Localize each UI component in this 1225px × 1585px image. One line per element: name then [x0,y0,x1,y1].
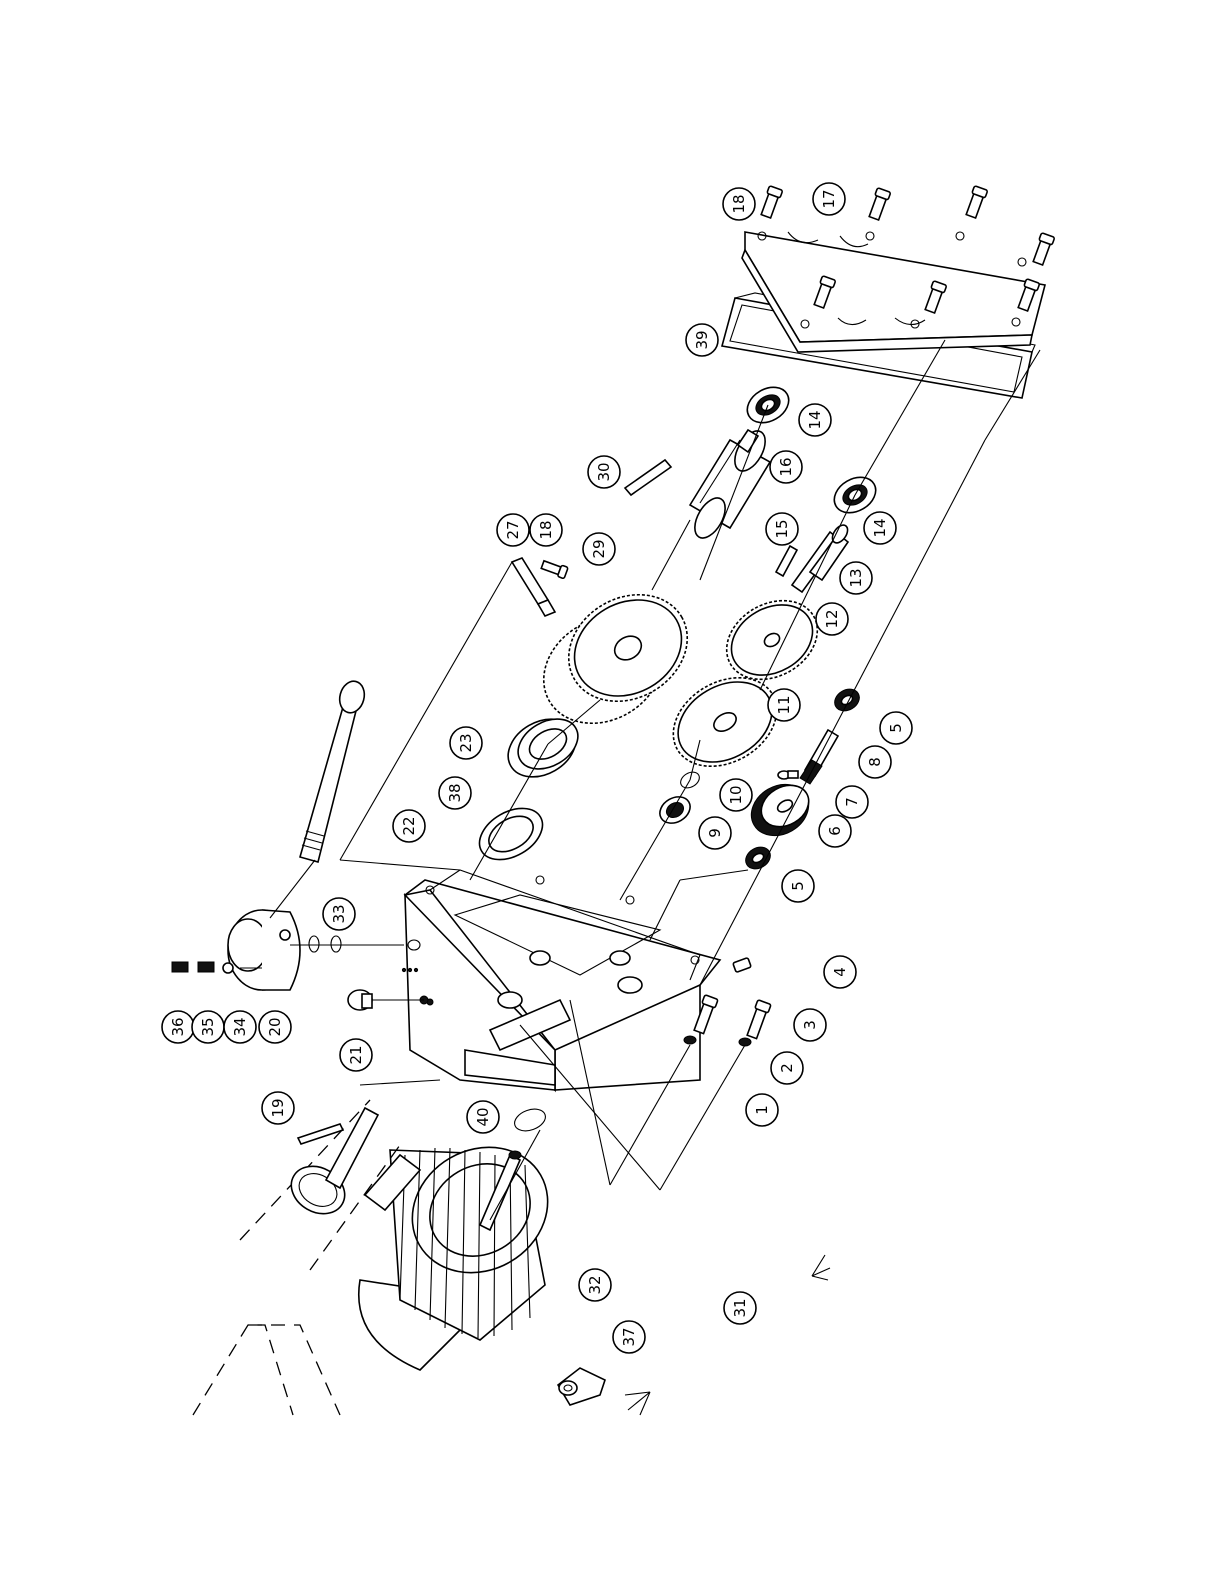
callout-number: 17 [820,189,838,208]
callout-number: 16 [777,457,795,476]
callout-40: 40 [467,1101,499,1133]
callout-13: 13 [840,562,872,594]
output-shaft [689,426,772,543]
shaft-key-30 [625,460,671,495]
callout-number: 20 [266,1017,284,1036]
callout-number: 31 [731,1298,749,1317]
callout-number: 32 [586,1275,604,1294]
callout-15: 15 [766,513,798,545]
callout-32: 32 [579,1269,611,1301]
bearing-5-lower [742,843,775,873]
callout-10: 10 [720,779,752,811]
callout-3: 3 [794,1009,826,1041]
callout-33: 33 [323,898,355,930]
callout-number: 33 [330,904,348,923]
callout-37: 37 [613,1321,645,1353]
callout-number: 19 [269,1098,287,1117]
callout-31: 31 [724,1292,756,1324]
callout-5: 5 [880,712,912,744]
callout-number: 14 [806,410,824,429]
callout-number: 18 [537,520,555,539]
callout-35: 35 [192,1011,224,1043]
callout-number: 18 [730,194,748,213]
callout-14: 14 [799,404,831,436]
callout-1: 1 [746,1094,778,1126]
callout-number: 21 [347,1045,365,1064]
bearing-9 [655,792,695,829]
callout-7: 7 [836,786,868,818]
callout-39: 39 [686,324,718,356]
bracket-screw [541,559,569,579]
callout-2: 2 [771,1052,803,1084]
callout-number: 10 [727,785,745,804]
callout-36: 36 [162,1011,194,1043]
callout-number: 13 [847,568,865,587]
callout-29: 29 [583,533,615,565]
handle-22 [300,678,368,862]
callout-number: 27 [504,520,522,539]
callout-number: 6 [826,826,844,836]
callout-38: 38 [439,777,471,809]
callout-12: 12 [816,603,848,635]
callout-number: 7 [843,797,861,807]
callout-6: 6 [819,815,851,847]
callout-number: 36 [169,1017,187,1036]
callout-9: 9 [699,817,731,849]
callout-number: 5 [887,723,905,733]
callout-number: 30 [595,462,613,481]
callout-number: 37 [620,1327,638,1346]
callout-number: 23 [457,733,475,752]
callout-23: 23 [450,727,482,759]
callout-number: 40 [474,1107,492,1126]
callout-number: 3 [801,1020,819,1030]
assembly-lines [240,340,1040,1220]
gear-6 [742,774,818,846]
callout-number: 39 [693,330,711,349]
callout-number: 1 [753,1105,771,1115]
callout-21: 21 [340,1039,372,1071]
callout-number: 38 [446,783,464,802]
callout-number: 34 [231,1017,249,1036]
hub-20 [228,910,300,990]
callout-27: 27 [497,514,529,546]
callout-4: 4 [824,956,856,988]
callout-number: 35 [199,1017,217,1036]
callout-17: 17 [813,183,845,215]
gearbox-cover-plate [742,232,1045,352]
callout-19: 19 [262,1092,294,1124]
callout-number: 15 [773,519,791,538]
callout-number: 29 [590,539,608,558]
gearbox-housing [402,870,720,1090]
callout-18: 18 [723,188,755,220]
callout-number: 9 [706,828,724,838]
callout-30: 30 [588,456,620,488]
motor-32 [359,1123,571,1370]
callout-18: 18 [530,514,562,546]
callout-number: 2 [778,1063,796,1073]
callout-number: 4 [831,967,849,977]
key-19 [298,1124,343,1144]
bearing-5-upper [831,685,864,715]
cable-31 [625,1255,830,1415]
ring-40 [512,1105,549,1135]
callout-number: 22 [400,816,418,835]
callout-11: 11 [768,689,800,721]
callout-number: 14 [871,518,889,537]
callout-number: 8 [866,757,884,767]
shaft-key-15 [776,546,797,576]
callout-number: 5 [789,881,807,891]
callout-20: 20 [259,1011,291,1043]
callout-number: 12 [823,609,841,628]
callout-8: 8 [859,746,891,778]
callout-16: 16 [770,451,802,483]
callout-5: 5 [782,870,814,902]
callout-22: 22 [393,810,425,842]
screw-7 [778,771,798,779]
machine-reference-dashed [193,1100,400,1415]
callout-number: 11 [775,695,793,714]
callout-34: 34 [224,1011,256,1043]
cable-gland-37 [558,1368,605,1405]
callout-14: 14 [864,512,896,544]
